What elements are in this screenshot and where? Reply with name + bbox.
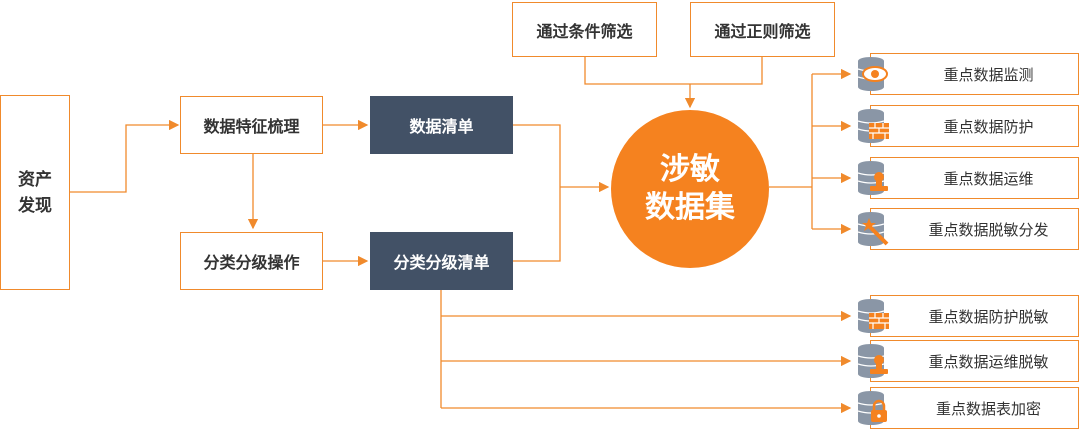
asset-discovery-line-2: 发现 bbox=[18, 195, 52, 216]
filter-regex-label: 通过正则筛选 bbox=[714, 21, 811, 41]
firewall-database-icon bbox=[857, 299, 889, 333]
firewall-database-icon bbox=[857, 109, 889, 143]
output-protection: 重点数据防护 bbox=[857, 105, 1079, 147]
output-monitoring: 重点数据监测 bbox=[857, 53, 1079, 95]
feature-sorting-label: 数据特征梳理 bbox=[203, 117, 300, 136]
stamp-database-icon bbox=[857, 161, 888, 195]
filter-condition-label: 通过条件筛选 bbox=[536, 21, 633, 41]
output-operations: 重点数据运维 bbox=[857, 157, 1079, 199]
magic-wand-database-icon bbox=[857, 212, 889, 246]
output-label: 重点数据防护 bbox=[943, 117, 1034, 136]
output-label: 重点数据表加密 bbox=[935, 399, 1041, 418]
filter-regex-node: 通过正则筛选 bbox=[690, 2, 835, 57]
sensitive-dataset-node: 涉敏 数据集 bbox=[611, 110, 769, 268]
output-label: 重点数据运维 bbox=[943, 169, 1034, 188]
output-masking-distribution: 重点数据脱敏分发 bbox=[857, 208, 1079, 250]
eye-database-icon bbox=[857, 57, 888, 91]
lock-database-icon bbox=[857, 391, 887, 425]
output-table-encryption: 重点数据表加密 bbox=[857, 387, 1079, 429]
classify-list-label: 分类分级清单 bbox=[393, 253, 490, 272]
data-list-node: 数据清单 bbox=[370, 96, 513, 154]
classify-list-node: 分类分级清单 bbox=[370, 232, 513, 290]
output-label: 重点数据监测 bbox=[943, 65, 1034, 84]
sensitive-dataset-line-2: 数据集 bbox=[645, 190, 735, 225]
feature-sorting-node: 数据特征梳理 bbox=[180, 96, 323, 154]
data-list-label: 数据清单 bbox=[409, 117, 474, 136]
classify-operation-node: 分类分级操作 bbox=[180, 232, 323, 290]
output-protection-masking: 重点数据防护脱敏 bbox=[857, 295, 1079, 337]
output-label: 重点数据脱敏分发 bbox=[928, 220, 1049, 239]
classify-operation-label: 分类分级操作 bbox=[203, 253, 300, 272]
output-label: 重点数据运维脱敏 bbox=[928, 352, 1049, 371]
asset-discovery-line-1: 资产 bbox=[18, 169, 52, 190]
output-operations-masking: 重点数据运维脱敏 bbox=[857, 340, 1079, 382]
filter-condition-node: 通过条件筛选 bbox=[512, 2, 657, 57]
output-label: 重点数据防护脱敏 bbox=[928, 307, 1049, 326]
sensitive-dataset-line-1: 涉敏 bbox=[660, 152, 720, 187]
stamp-database-icon bbox=[857, 344, 888, 378]
asset-discovery-node: 资产 发现 bbox=[0, 95, 70, 290]
